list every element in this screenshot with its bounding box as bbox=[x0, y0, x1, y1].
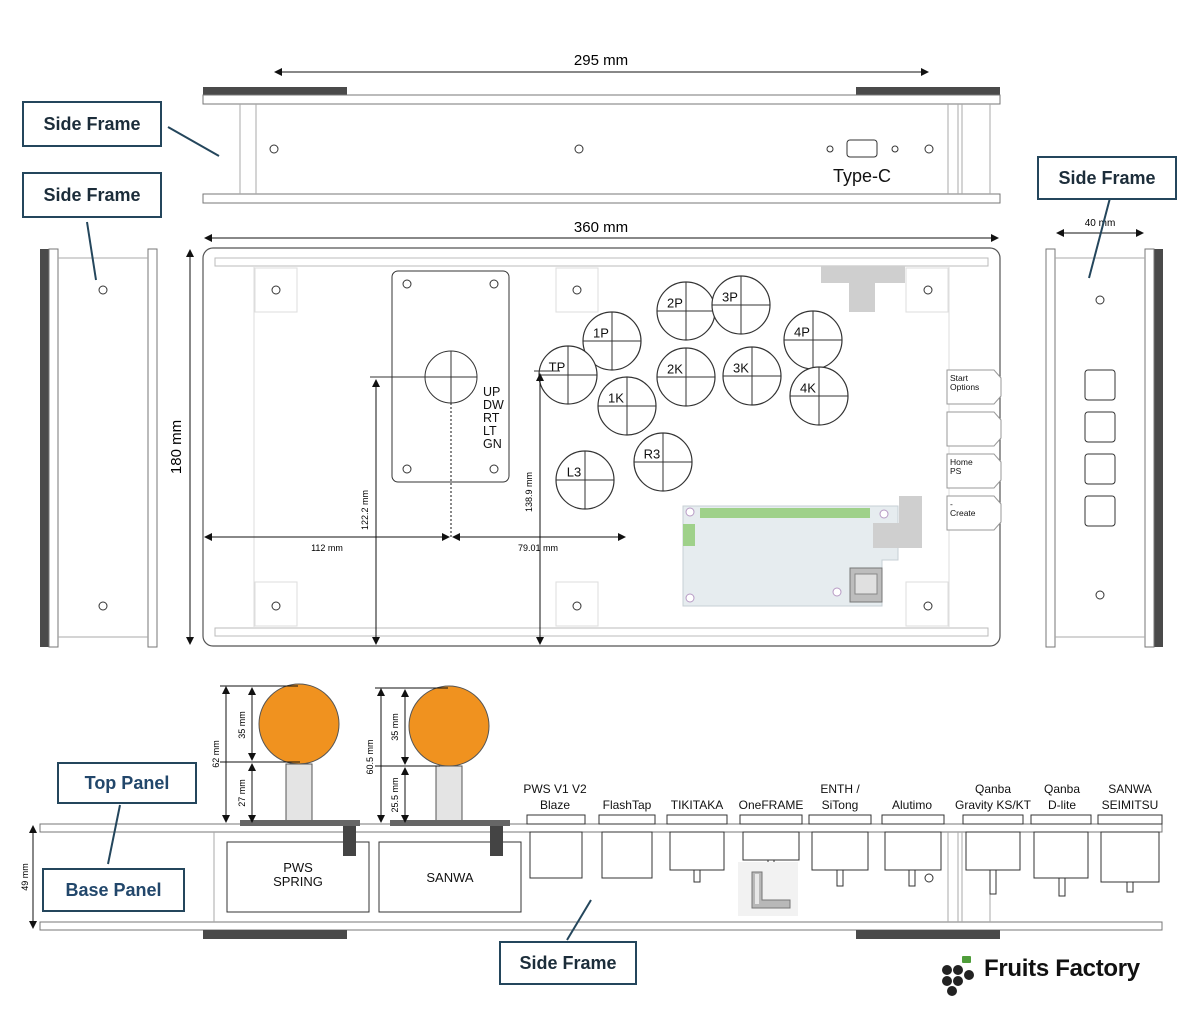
button-label: R3 bbox=[644, 447, 661, 462]
button-label: 2P bbox=[667, 296, 683, 311]
lever-direction-label: LT bbox=[483, 424, 497, 438]
type-c-label: Type-C bbox=[833, 166, 891, 186]
dim-button-y: 138.9 mm bbox=[524, 472, 534, 512]
switch-label: Alutimo bbox=[892, 798, 932, 812]
callout-side-frame-left: Side Frame bbox=[22, 172, 162, 218]
button-1k: 1K bbox=[597, 376, 657, 436]
button-2k: 2K bbox=[656, 347, 716, 407]
button-label: 4P bbox=[794, 325, 810, 340]
dim-plate-height: 180 mm bbox=[168, 420, 185, 474]
brand-name: Fruits Factory bbox=[984, 955, 1140, 982]
pws-ball-top bbox=[258, 683, 340, 765]
callout-side-frame-right: Side Frame bbox=[1037, 156, 1177, 200]
switch-housing: FlashTap bbox=[598, 798, 656, 879]
switch-housing: Alutimo bbox=[881, 798, 945, 887]
button-r3: R3 bbox=[633, 432, 693, 492]
function-button bbox=[946, 411, 1002, 447]
callout-side-frame-top: Side Frame bbox=[22, 101, 162, 147]
button-3k: 3K bbox=[722, 346, 782, 406]
button-label: 3K bbox=[733, 361, 749, 376]
switch-housing: ENTH /SiTong bbox=[808, 782, 872, 887]
l-bracket-image bbox=[738, 862, 798, 916]
button-4k: 4K bbox=[789, 366, 849, 426]
switch-label: TIKITAKA bbox=[671, 798, 723, 812]
button-label: 1K bbox=[608, 391, 624, 406]
dim-lever-y: 122.2 mm bbox=[360, 490, 370, 530]
button-layout: 2P 3P 1P 4P TP 2K 3K 1K 4K L3 R3 bbox=[538, 275, 849, 510]
button-label: L3 bbox=[567, 465, 581, 480]
dim-sanwa-shaft: 25.5 mm bbox=[390, 777, 400, 812]
lever-body-label: SANWA bbox=[426, 870, 474, 885]
switch-housing: OneFRAME bbox=[739, 798, 804, 871]
lever-direction-label: UP bbox=[483, 385, 500, 399]
pcb-board bbox=[682, 496, 922, 607]
button-label: 4K bbox=[800, 381, 816, 396]
function-button: -Create bbox=[946, 495, 1002, 531]
dim-sanwa-ball: 35 mm bbox=[390, 713, 400, 741]
callout-top-panel: Top Panel bbox=[57, 762, 197, 804]
top-side-frame-view: Type-C 295 mm bbox=[202, 52, 1001, 204]
switch-housing: TIKITAKA bbox=[666, 798, 728, 883]
button-label: 1P bbox=[593, 326, 609, 341]
fruits-factory-logo bbox=[942, 956, 974, 996]
button-l3: L3 bbox=[555, 450, 615, 510]
button-label: TP bbox=[549, 360, 566, 375]
button-1p: 1P bbox=[582, 311, 642, 371]
button-label: 2K bbox=[667, 362, 683, 377]
dim-side-depth: 40 mm bbox=[1085, 218, 1116, 229]
switch-label: FlashTap bbox=[603, 798, 652, 812]
dim-sanwa-total: 60.5 mm bbox=[365, 739, 375, 774]
button-3p: 3P bbox=[711, 275, 771, 335]
callout-side-frame-bottom: Side Frame bbox=[499, 941, 637, 985]
lever-direction-label: RT bbox=[483, 411, 500, 425]
dim-plate-width: 360 mm bbox=[574, 219, 628, 236]
dim-button-x: 79.01 mm bbox=[518, 543, 558, 553]
dim-lever-x: 112 mm bbox=[311, 543, 343, 553]
function-button-label: -Create bbox=[950, 499, 976, 518]
lever-body: SANWA bbox=[378, 841, 522, 913]
switch-label: ENTH /SiTong bbox=[820, 782, 860, 812]
callout-base-panel: Base Panel bbox=[42, 868, 185, 912]
lever-direction-label: DW bbox=[483, 398, 504, 412]
button-tp: TP bbox=[538, 345, 598, 405]
dim-case-height: 49 mm bbox=[20, 863, 30, 891]
button-4p: 4P bbox=[783, 310, 843, 370]
button-2p: 2P bbox=[656, 281, 716, 341]
switch-label: OneFRAME bbox=[739, 798, 804, 812]
right-side-frame-view: 40 mm bbox=[1045, 218, 1163, 648]
dim-pws-shaft: 27 mm bbox=[237, 779, 247, 807]
dim-pws-ball: 35 mm bbox=[237, 711, 247, 739]
brand: Fruits Factory bbox=[940, 955, 1140, 983]
lever-direction-label: GN bbox=[483, 437, 502, 451]
dim-top-width: 295 mm bbox=[574, 52, 628, 69]
sanwa-ball-top bbox=[408, 685, 490, 767]
dim-pws-total: 62 mm bbox=[211, 740, 221, 768]
button-label: 3P bbox=[722, 290, 738, 305]
left-side-frame-view bbox=[40, 248, 158, 648]
